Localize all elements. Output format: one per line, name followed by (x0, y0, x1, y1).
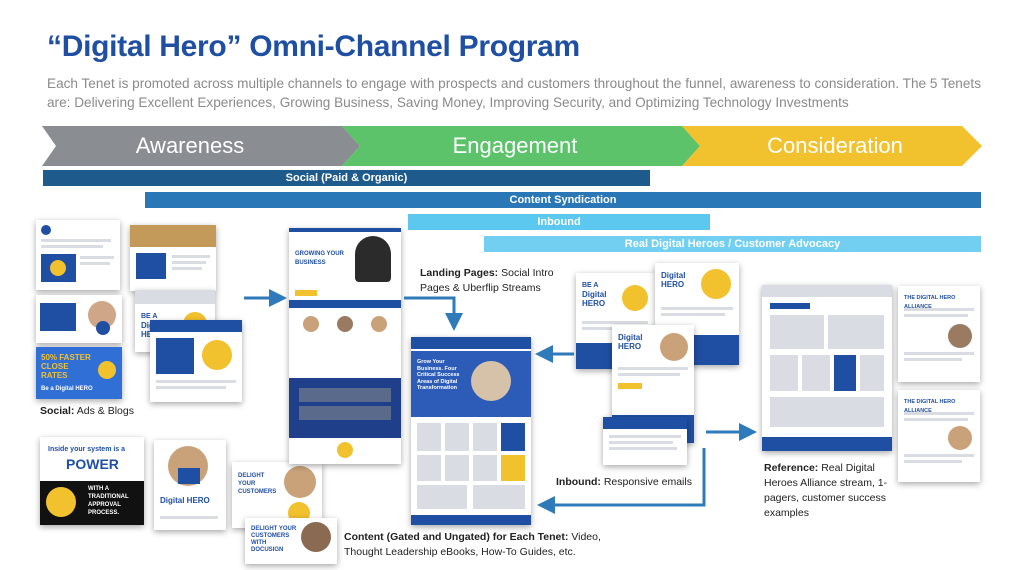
delight-title: DELIGHT YOUR CUSTOMERS (238, 473, 277, 495)
channel-bar-inbound: Inbound (408, 214, 710, 230)
ebook-be-a: BE A (141, 313, 158, 320)
stage-label-awareness: Awareness (135, 133, 245, 158)
alliance-stream-thumb (762, 285, 892, 451)
stage-label-consideration: Consideration (767, 133, 903, 158)
email-3-hero: Digital HERO (618, 333, 643, 351)
caption-reference-label: Reference: (764, 462, 819, 474)
caption-social-label: Social: (40, 405, 75, 417)
channel-bar-content-syndication: Content Syndication (145, 192, 981, 208)
social-post-thumb (36, 220, 120, 290)
video-title-1: Inside your system is a (48, 446, 126, 453)
chevron-engagement (342, 126, 700, 166)
caption-content-label: Content (Gated and Ungated) for Each Ten… (344, 531, 569, 543)
social-blog-thumb (130, 225, 216, 291)
caption-social: Social: Ads & Blogs (40, 404, 134, 419)
delight-2-title: DELIGHT YOUR CUSTOMERS WITH DOCUSIGN (251, 526, 297, 553)
arrow-landing-to-stream (404, 296, 463, 331)
video-thumb: Inside your system is a POWER WITH A TRA… (40, 437, 144, 525)
channel-bar-customer-advocacy: Real Digital Heroes / Customer Advocacy (484, 236, 981, 252)
page-title: “Digital Hero” Omni-Channel Program (47, 30, 580, 63)
email-1-be-a: BE A (582, 282, 599, 289)
ad-faster-headline: 50% FASTER CLOSE RATES (41, 353, 91, 380)
caption-inbound-text: Responsive emails (600, 476, 692, 488)
landing-page-thumb: GROWING YOUR BUSINESS (289, 228, 401, 464)
video-title-2: POWER (66, 456, 119, 472)
ad-faster-sub: Be a Digital HERO (41, 386, 93, 392)
social-ad-thumb-1 (36, 295, 122, 343)
caption-landing: Landing Pages: Social Intro Pages & Uber… (420, 266, 565, 296)
alliance-onepager-1: THE DIGITAL HERO ALLIANCE (898, 286, 980, 382)
page-subtitle: Each Tenet is promoted across multiple c… (47, 76, 981, 110)
chevron-consideration (682, 126, 982, 166)
social-landing-thumb (150, 320, 242, 402)
caption-landing-label: Landing Pages: (420, 267, 499, 279)
caption-reference-text: Real Digital Heroes Alliance stream, 1-p… (764, 462, 888, 519)
alliance-title-1: THE DIGITAL HERO ALLIANCE (904, 295, 956, 310)
caption-social-text: Ads & Blogs (74, 405, 134, 417)
funnel-chevrons (42, 126, 982, 166)
caption-landing-text: Social Intro Pages & Uberflip Streams (420, 267, 554, 294)
uberflip-stream-thumb: Grow Your Business. Four Critical Succes… (411, 337, 531, 525)
email-2-hero: Digital HERO (661, 271, 686, 289)
channel-bar-social: Social (Paid & Organic) (43, 170, 650, 186)
caption-content-text: Video, Thought Leadership eBooks, How-To… (344, 531, 601, 558)
social-post-delight-2-thumb: DELIGHT YOUR CUSTOMERS WITH DOCUSIGN (245, 518, 337, 564)
landing-heading: GROWING YOUR BUSINESS (295, 251, 344, 266)
email-1-hero: Digital HERO (582, 290, 607, 308)
stream-heading: Grow Your Business. Four Critical Succes… (417, 359, 460, 391)
caption-inbound-label: Inbound: (556, 476, 601, 488)
caption-reference: Reference: Real Digital Heroes Alliance … (764, 461, 894, 521)
ebook-thumb: Digital HERO (154, 440, 226, 530)
email-thumb-4 (603, 417, 687, 465)
caption-content: Content (Gated and Ungated) for Each Ten… (344, 530, 614, 560)
video-bubble: WITH A TRADITIONAL APPROVAL PROCESS. (88, 486, 129, 516)
alliance-onepager-2: THE DIGITAL HERO ALLIANCE (898, 390, 980, 482)
caption-inbound: Inbound: Responsive emails (556, 475, 692, 490)
stage-label-engagement: Engagement (452, 133, 578, 158)
alliance-title-2: THE DIGITAL HERO ALLIANCE (904, 399, 956, 414)
chevron-awareness (42, 126, 360, 166)
ebook-hero-title: Digital HERO (160, 496, 210, 505)
social-ad-thumb-faster: 50% FASTER CLOSE RATES Be a Digital HERO (36, 347, 122, 399)
